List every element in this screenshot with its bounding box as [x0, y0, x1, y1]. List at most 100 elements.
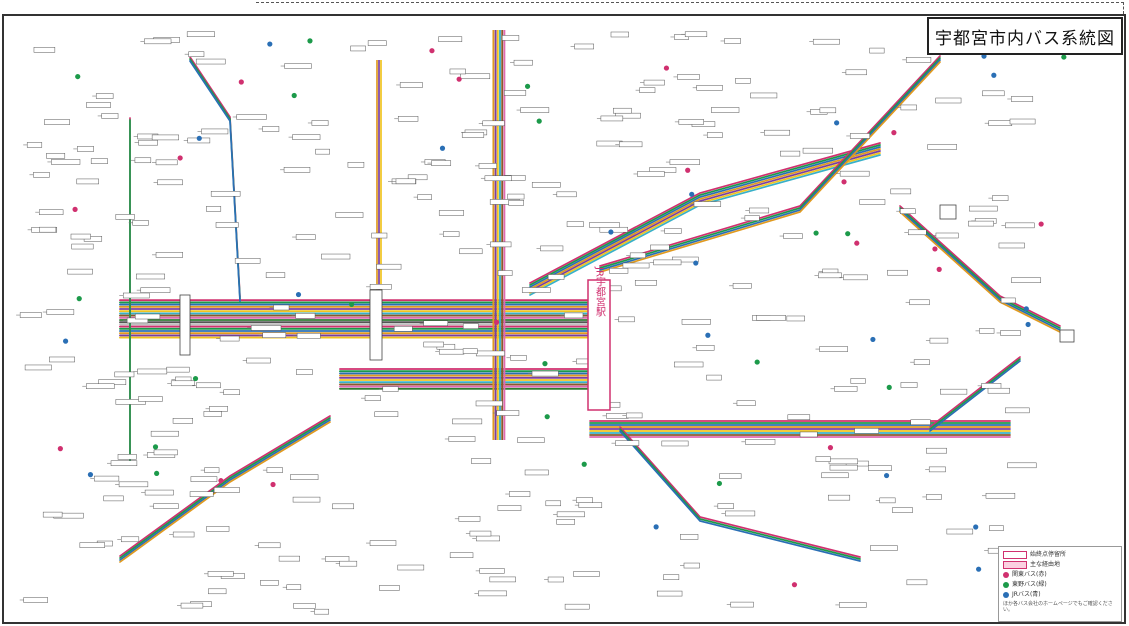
bus-stop: [780, 150, 801, 157]
bus-stop: [787, 414, 811, 420]
bus-stop: [869, 47, 885, 54]
bus-stop: [290, 474, 319, 480]
company-marker: [845, 231, 851, 237]
bus-stop: [350, 45, 366, 52]
company-marker: [238, 79, 244, 85]
bus-stop: [135, 273, 166, 280]
company-marker: [270, 481, 276, 488]
bus-stop: [489, 576, 516, 583]
bus-stop: [115, 214, 135, 220]
northeast-line: [529, 142, 881, 284]
bus-stop: [475, 400, 503, 407]
company-marker: [1025, 321, 1031, 328]
bus-stop: [1007, 462, 1037, 469]
bus-stop: [735, 78, 751, 84]
bus-stop: [508, 200, 524, 206]
bus-stop: [656, 590, 683, 597]
bus-stop: [589, 222, 620, 228]
company-marker: [429, 48, 435, 54]
northeast-line: [529, 148, 881, 290]
bus-stop: [460, 73, 491, 80]
company-marker: [791, 582, 798, 588]
bus-stop: [71, 243, 94, 250]
bus-stop: [114, 371, 135, 378]
southeast-line: [619, 428, 861, 560]
company-marker: [1038, 221, 1044, 227]
east-ramp-line: [929, 356, 1021, 428]
bus-stop: [609, 268, 629, 274]
bus-stop: [987, 387, 1010, 394]
route-hubs: JR宇都宮駅: [57, 38, 1075, 588]
company-marker: [693, 260, 699, 266]
bus-stop: [573, 571, 600, 577]
bus-stop: [103, 495, 124, 502]
company-marker: [57, 446, 63, 452]
bus-stop: [982, 90, 1005, 97]
bus-stop: [887, 269, 908, 276]
bus-stop: [335, 212, 364, 218]
company-marker: [685, 167, 691, 173]
bus-stop: [407, 174, 428, 181]
bus-stop: [397, 564, 425, 571]
bus-stop: [566, 221, 584, 227]
bus-stop: [150, 430, 179, 437]
bus-stop: [46, 153, 66, 159]
bus-stop: [610, 31, 629, 38]
company-marker: [663, 65, 670, 71]
legend-kanto: 関東バス(赤): [1003, 570, 1117, 580]
bus-stop: [379, 585, 400, 591]
company-marker: [716, 480, 723, 487]
company-marker: [754, 359, 760, 365]
bus-stop: [497, 505, 522, 511]
bus-stop: [278, 555, 300, 562]
bus-stop: [153, 449, 178, 456]
bus-stop: [989, 525, 1004, 531]
bus-stop: [315, 148, 330, 155]
bus-stop: [260, 580, 279, 586]
bus-stop: [90, 158, 108, 164]
bus-stop: [706, 374, 722, 381]
bus-stop: [859, 199, 886, 205]
bus-stop: [819, 107, 837, 114]
bus-stop: [172, 418, 193, 424]
north-east-line: [599, 61, 941, 273]
toya-bus-icon: [1003, 582, 1009, 588]
bus-stop: [680, 534, 699, 540]
bus-stop: [462, 348, 478, 354]
bus-stop: [208, 588, 227, 595]
southeast-line: [619, 430, 861, 562]
bus-stop: [900, 382, 918, 388]
company-marker: [870, 336, 876, 343]
company-marker: [886, 384, 892, 390]
bus-stop: [854, 428, 879, 434]
company-marker: [349, 301, 355, 308]
bus-stop: [151, 134, 179, 141]
bus-stop: [946, 528, 974, 535]
southwest-line: [119, 417, 331, 559]
bus-stop: [545, 500, 561, 507]
bus-stop: [661, 440, 689, 447]
company-marker: [196, 135, 202, 141]
bus-stop: [213, 487, 240, 493]
bus-stop: [293, 603, 316, 609]
company-marker: [932, 246, 938, 252]
legend-jr: JRバス(青): [1003, 590, 1117, 600]
bus-stop: [42, 511, 63, 518]
southeast-line: [619, 426, 861, 558]
bus-stop: [821, 472, 849, 479]
company-marker: [536, 118, 542, 124]
bus-stop: [927, 144, 957, 150]
bus-stop: [829, 464, 858, 471]
legend: 始終点停留所 主な経由地 関東バス(赤) 東野バス(緑) JRバス(青) ほか各…: [998, 546, 1122, 622]
bus-stop: [935, 97, 962, 104]
company-marker: [439, 145, 446, 151]
company-marker: [456, 76, 462, 82]
bus-stop: [547, 274, 565, 280]
bus-stop: [674, 361, 704, 368]
northwest-line: [189, 60, 241, 302]
company-marker: [62, 338, 69, 344]
bus-stop: [367, 40, 387, 46]
bus-stop: [471, 458, 492, 464]
bus-stop: [332, 503, 355, 510]
